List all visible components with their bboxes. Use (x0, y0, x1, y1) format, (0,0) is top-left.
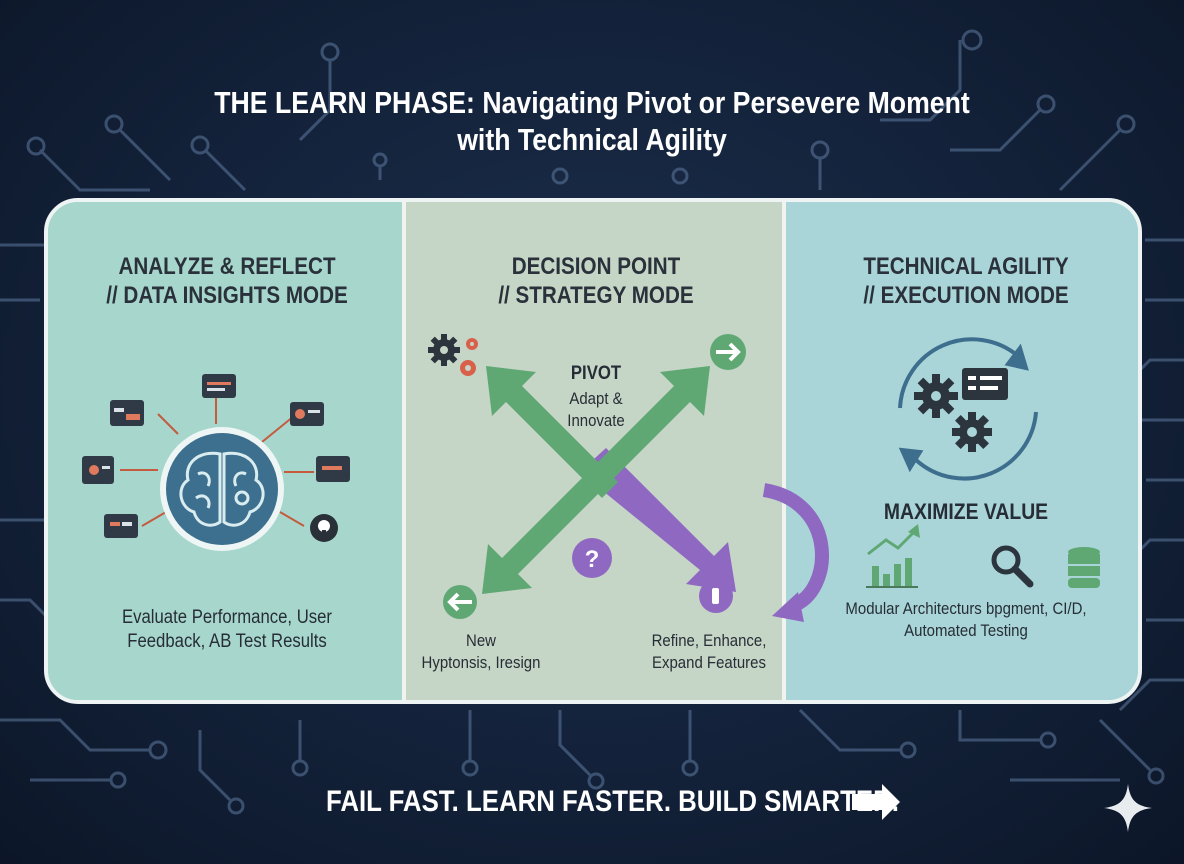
cycle-icon (898, 337, 1038, 481)
column-heading-technical: TECHNICAL AGILITY (863, 253, 1069, 280)
phase-panel: ANALYZE & REFLECT // DATA INSIGHTS MODE (44, 198, 1142, 704)
divider-right (782, 202, 788, 700)
feedback-icon (316, 456, 350, 482)
execution-illustration (866, 337, 1100, 588)
analyze-caption-line2: Feedback, AB Test Results (127, 631, 327, 652)
technical-caption-line2: Automated Testing (904, 621, 1028, 640)
magnifier-icon (991, 545, 1034, 588)
persevere-caption-line2: Expand Features (652, 653, 766, 672)
gear-icon (428, 334, 478, 376)
question-icon: ? (572, 538, 612, 578)
database-icon (1068, 547, 1100, 588)
pivot-caption-line1: New (466, 631, 496, 650)
column-heading-decision: DECISION POINT (511, 253, 681, 280)
report-icon (290, 402, 324, 426)
divider-left (402, 202, 408, 700)
value-label: MAXIMIZE VALUE (883, 499, 1049, 524)
column-subheading-analyze: // DATA INSIGHTS MODE (106, 282, 348, 309)
main-title-line1: THE LEARN PHASE: Navigating Pivot or Per… (214, 85, 970, 120)
tagline: FAIL FAST. LEARN FASTER. BUILD SMARTER. (326, 785, 899, 818)
pivot-arrows (482, 366, 710, 594)
column-decision: DECISION POINT // STRATEGY MODE (406, 202, 786, 700)
column-technical: TECHNICAL AGILITY // EXECUTION MODE (786, 202, 1138, 700)
analyze-caption-line1: Evaluate Performance, User (121, 607, 333, 628)
arrow-right-icon (710, 334, 746, 370)
data-insights-illustration (82, 374, 350, 551)
arrow-left-icon (443, 585, 477, 619)
metrics-icon (82, 456, 114, 484)
column-subheading-technical: // EXECUTION MODE (863, 282, 1069, 309)
ab-test-icon (104, 514, 138, 538)
persevere-caption-line1: Refine, Enhance, (651, 631, 767, 650)
bar-chart-icon (866, 524, 920, 588)
dashboard-icon (110, 400, 144, 426)
pivot-caption-line2: Hyptonsis, Iresign (421, 653, 541, 672)
brain-icon (179, 451, 265, 527)
location-pin-icon (310, 514, 338, 542)
pivot-persevere-diagram: ? (428, 334, 746, 619)
code-window-icon (962, 368, 1008, 400)
main-title-line2: with Technical Agility (457, 122, 727, 157)
technical-caption-line1: Modular Architecturs bpgment, CI/D, (845, 599, 1087, 618)
pivot-label: PIVOT (570, 363, 622, 384)
refine-icon (699, 579, 733, 613)
chart-card-icon (202, 374, 236, 398)
column-heading-analyze: ANALYZE & REFLECT (118, 253, 336, 280)
column-analyze: ANALYZE & REFLECT // DATA INSIGHTS MODE (48, 202, 406, 700)
gear-icon (914, 374, 992, 452)
pivot-sub-line2: Innovate (567, 411, 625, 430)
curved-arrow (762, 483, 829, 622)
svg-text:?: ? (585, 546, 600, 573)
column-subheading-decision: // STRATEGY MODE (498, 282, 694, 309)
pivot-sub-line1: Adapt & (569, 389, 623, 408)
persevere-arrow (582, 448, 736, 592)
